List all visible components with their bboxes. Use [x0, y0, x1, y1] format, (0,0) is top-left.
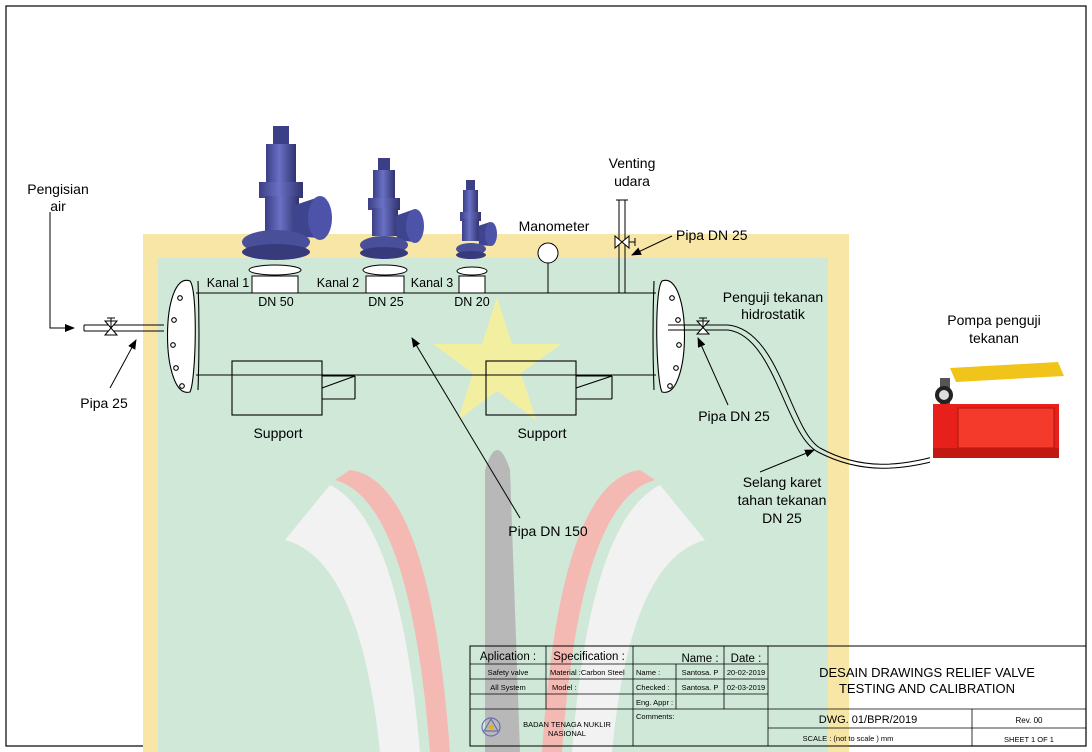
relief-valve-dn25	[360, 158, 424, 259]
arrow-icon	[411, 337, 521, 519]
title-block: Aplication : Specification : Name : Date…	[469, 645, 1087, 747]
label-pompa: Pompa penguji	[947, 312, 1040, 328]
label-penguji: Penguji tekanan	[723, 289, 823, 305]
valve-icon	[103, 317, 119, 336]
label-pengisian-2: air	[50, 198, 66, 214]
label-pompa-2: tekanan	[969, 330, 1019, 346]
batan-logo-icon	[481, 717, 501, 737]
tb-aplication-1: Safety valve	[488, 668, 529, 677]
test-pipe	[668, 324, 728, 331]
label-support-right: Support	[517, 425, 566, 441]
arrow-icon	[49, 212, 75, 332]
tb-date-header: Date :	[731, 653, 762, 665]
label-kanal-3: Kanal 3	[411, 276, 453, 290]
tb-name-header: Name :	[681, 653, 718, 665]
hydrostatic-pump	[930, 352, 1070, 464]
manometer-icon	[537, 242, 559, 293]
arrow-icon	[697, 337, 729, 406]
nozzle-kanal-3	[456, 266, 488, 294]
tb-title-line1: DESAIN DRAWINGS RELIEF VALVE	[819, 665, 1035, 680]
tb-org-line1: BADAN TENAGA NUKLIR	[523, 720, 611, 729]
label-pipa-dn25-top: Pipa DN 25	[676, 227, 748, 243]
tb-rev: Rev. 00	[1016, 716, 1044, 725]
tb-role-eng: Eng. Appr :	[636, 698, 673, 707]
filling-pipe	[83, 324, 164, 332]
label-dn25: DN 25	[368, 295, 403, 309]
tb-title-line2: TESTING AND CALIBRATION	[839, 681, 1015, 696]
label-dn20: DN 20	[454, 295, 489, 309]
support-left	[231, 360, 356, 416]
tb-org-line2: NASIONAL	[548, 729, 586, 738]
label-manometer: Manometer	[519, 218, 590, 234]
relief-valve-dn50	[242, 126, 332, 260]
arrow-icon	[759, 449, 815, 473]
tb-aplication-2: All System	[490, 683, 525, 692]
label-penguji-2: hidrostatik	[741, 306, 806, 322]
valve-icon	[695, 317, 711, 335]
nozzle-kanal-2	[362, 264, 408, 294]
relief-valve-dn20	[456, 180, 497, 259]
label-pipa-dn25-right: Pipa DN 25	[698, 408, 770, 424]
tb-sheet: SHEET 1 OF 1	[1004, 735, 1054, 744]
label-kanal-1: Kanal 1	[207, 276, 249, 290]
label-selang-2: tahan tekanan	[738, 492, 827, 508]
tb-specification-header: Specification :	[553, 651, 625, 663]
tb-date-1: 20-02-2019	[727, 668, 765, 677]
tb-role-name: Name :	[636, 668, 660, 677]
tb-role-comments: Comments:	[636, 712, 674, 721]
label-pengisian: Pengisian	[27, 181, 89, 197]
right-flange	[656, 280, 686, 393]
tb-scale: SCALE : (not to scale ) mm	[803, 734, 894, 743]
label-pipa25: Pipa 25	[80, 395, 128, 411]
tb-name-1: Santosa. P	[682, 668, 719, 677]
label-kanal-2: Kanal 2	[317, 276, 359, 290]
left-flange	[166, 280, 196, 393]
label-dn50: DN 50	[258, 295, 293, 309]
label-support-left: Support	[253, 425, 302, 441]
watermark	[143, 234, 849, 752]
tb-aplication-header: Aplication :	[480, 651, 536, 663]
support-right	[485, 360, 613, 416]
label-selang: Selang karet	[743, 474, 822, 490]
arrow-icon	[109, 339, 137, 389]
nozzle-kanal-1	[248, 264, 302, 294]
tb-role-checked: Checked :	[636, 683, 670, 692]
tb-spec-2: Model :	[552, 683, 577, 692]
label-venting: Venting	[609, 155, 656, 171]
tb-spec-1: Material :Carbon Steel	[550, 668, 625, 677]
label-venting-2: udara	[614, 173, 650, 189]
valve-icon	[614, 234, 636, 250]
label-pipa-dn150: Pipa DN 150	[508, 523, 588, 539]
tb-dwg: DWG. 01/BPR/2019	[819, 714, 917, 726]
arrow-icon	[631, 235, 673, 256]
tb-name-2: Santosa. P	[682, 683, 719, 692]
tb-date-2: 02-03-2019	[727, 683, 765, 692]
venting-pipe	[616, 199, 628, 293]
label-selang-3: DN 25	[762, 510, 802, 526]
